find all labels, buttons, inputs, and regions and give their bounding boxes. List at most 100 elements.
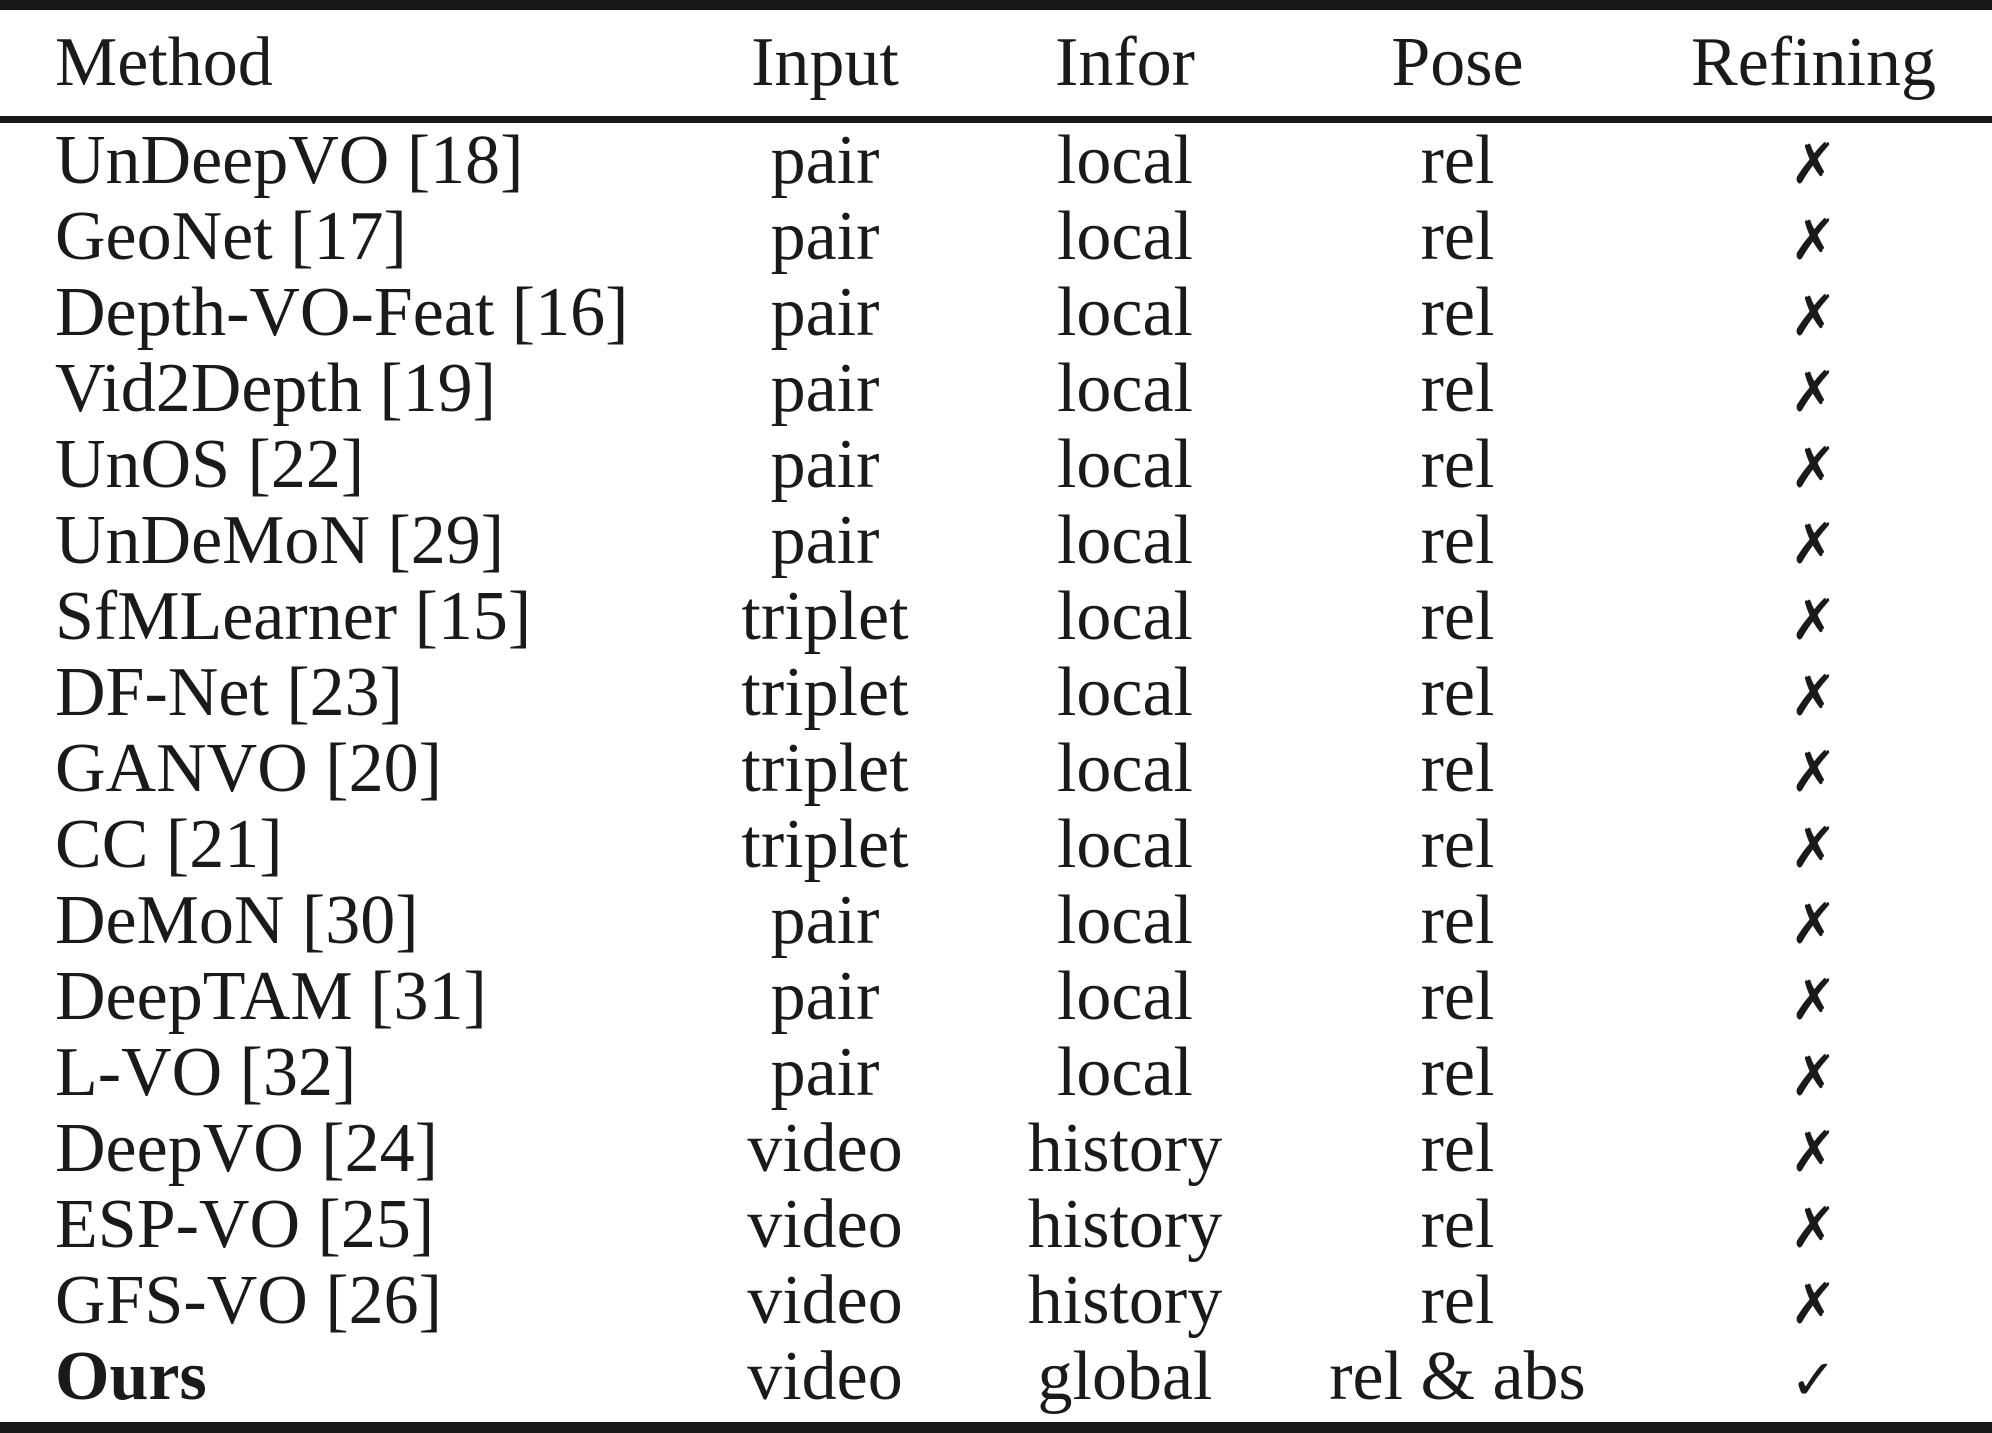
cell-input: pair — [770, 1034, 880, 1111]
cell-infor: local — [1056, 198, 1194, 275]
cell-method: CC [21] — [55, 806, 283, 883]
cross-icon: ✗ — [1790, 1272, 1837, 1337]
cell-input: video — [747, 1338, 903, 1415]
cell-input: pair — [770, 274, 880, 351]
table-row: Vid2Depth [19] pair local rel ✗ — [0, 351, 1992, 427]
header-cell-method: Method — [55, 24, 273, 101]
cell-refining: ✗ — [1635, 810, 1992, 880]
cell-input: pair — [770, 502, 880, 579]
header-cell-pose: Pose — [1391, 24, 1524, 101]
cell-method: Ours — [55, 1338, 207, 1415]
cell-refining: ✗ — [1635, 734, 1992, 804]
table-row: DeepTAM [31] pair local rel ✗ — [0, 959, 1992, 1035]
cell-input: triplet — [741, 730, 909, 807]
cell-input: pair — [770, 350, 880, 427]
cell-pose: rel — [1420, 198, 1495, 275]
cell-method: GANVO [20] — [55, 730, 442, 807]
header-cell-refining: Refining — [1691, 24, 1936, 101]
cell-pose: rel — [1420, 350, 1495, 427]
table-row: DF-Net [23] triplet local rel ✗ — [0, 655, 1992, 731]
cell-infor: local — [1056, 122, 1194, 199]
cell-infor: global — [1037, 1338, 1213, 1415]
cell-method: Vid2Depth [19] — [55, 350, 496, 427]
cross-icon: ✗ — [1790, 284, 1837, 349]
cell-refining: ✗ — [1635, 354, 1992, 424]
cell-method: GFS-VO [26] — [55, 1262, 442, 1339]
table-row: ESP-VO [25] video history rel ✗ — [0, 1187, 1992, 1263]
cell-pose: rel — [1420, 1262, 1495, 1339]
cell-method: UnDeMoN [29] — [55, 502, 505, 579]
cell-infor: local — [1056, 654, 1194, 731]
cell-pose: rel — [1420, 122, 1495, 199]
table-body: UnDeepVO [18] pair local rel ✗ GeoNet [1… — [0, 123, 1992, 1415]
cell-pose: rel — [1420, 1034, 1495, 1111]
cell-refining: ✗ — [1635, 1190, 1992, 1260]
cell-refining: ✗ — [1635, 278, 1992, 348]
cell-pose: rel — [1420, 730, 1495, 807]
cross-icon: ✗ — [1790, 892, 1837, 957]
cell-pose: rel — [1420, 274, 1495, 351]
table-row: CC [21] triplet local rel ✗ — [0, 807, 1992, 883]
cell-method: DF-Net [23] — [55, 654, 403, 731]
check-icon: ✓ — [1790, 1348, 1837, 1413]
cell-pose: rel — [1420, 882, 1495, 959]
cell-infor: local — [1056, 1034, 1194, 1111]
cell-method: UnOS [22] — [55, 426, 365, 503]
cell-method: GeoNet [17] — [55, 198, 407, 275]
cell-refining: ✗ — [1635, 582, 1992, 652]
cross-icon: ✗ — [1790, 588, 1837, 653]
table-row: GFS-VO [26] video history rel ✗ — [0, 1263, 1992, 1339]
cell-refining: ✗ — [1635, 506, 1992, 576]
table-row: UnDeepVO [18] pair local rel ✗ — [0, 123, 1992, 199]
cell-refining: ✗ — [1635, 202, 1992, 272]
cell-input: video — [747, 1110, 903, 1187]
header-cell-infor: Infor — [1055, 24, 1195, 101]
cell-refining: ✗ — [1635, 430, 1992, 500]
cell-input: pair — [770, 958, 880, 1035]
cross-icon: ✗ — [1790, 360, 1837, 425]
table-row: L-VO [32] pair local rel ✗ — [0, 1035, 1992, 1111]
table-row: UnOS [22] pair local rel ✗ — [0, 427, 1992, 503]
cell-input: triplet — [741, 654, 909, 731]
cell-pose: rel — [1420, 1110, 1495, 1187]
cell-input: video — [747, 1262, 903, 1339]
cell-refining: ✗ — [1635, 1038, 1992, 1108]
cell-refining: ✗ — [1635, 962, 1992, 1032]
cell-infor: history — [1027, 1186, 1223, 1263]
cell-input: triplet — [741, 806, 909, 883]
cross-icon: ✗ — [1790, 1196, 1837, 1261]
cell-input: video — [747, 1186, 903, 1263]
cell-method: DeepTAM [31] — [55, 958, 487, 1035]
cell-pose: rel — [1420, 1186, 1495, 1263]
cross-icon: ✗ — [1790, 208, 1837, 273]
table-row: GeoNet [17] pair local rel ✗ — [0, 199, 1992, 275]
table-row: Ours video global rel & abs ✓ — [0, 1339, 1992, 1415]
table-row: UnDeMoN [29] pair local rel ✗ — [0, 503, 1992, 579]
table-row: DeMoN [30] pair local rel ✗ — [0, 883, 1992, 959]
cell-refining: ✓ — [1635, 1342, 1992, 1412]
cell-method: L-VO [32] — [55, 1034, 357, 1111]
cell-infor: local — [1056, 350, 1194, 427]
cell-method: DeepVO [24] — [55, 1110, 438, 1187]
cell-refining: ✗ — [1635, 126, 1992, 196]
cross-icon: ✗ — [1790, 1044, 1837, 1109]
cell-infor: local — [1056, 426, 1194, 503]
header-cell-input: Input — [751, 24, 899, 101]
cell-method: Depth-VO-Feat [16] — [55, 274, 629, 351]
cell-method: UnDeepVO [18] — [55, 122, 524, 199]
cell-method: SfMLearner [15] — [55, 578, 532, 655]
cross-icon: ✗ — [1790, 512, 1837, 577]
table-row: GANVO [20] triplet local rel ✗ — [0, 731, 1992, 807]
cell-infor: history — [1027, 1262, 1223, 1339]
table-header-row: Method Input Infor Pose Refining — [0, 10, 1992, 123]
table-row: SfMLearner [15] triplet local rel ✗ — [0, 579, 1992, 655]
cell-input: pair — [770, 426, 880, 503]
cell-input: pair — [770, 122, 880, 199]
cross-icon: ✗ — [1790, 664, 1837, 729]
cell-infor: local — [1056, 274, 1194, 351]
cell-method: DeMoN [30] — [55, 882, 419, 959]
cell-infor: local — [1056, 882, 1194, 959]
cell-method: ESP-VO [25] — [55, 1186, 435, 1263]
cell-infor: local — [1056, 578, 1194, 655]
